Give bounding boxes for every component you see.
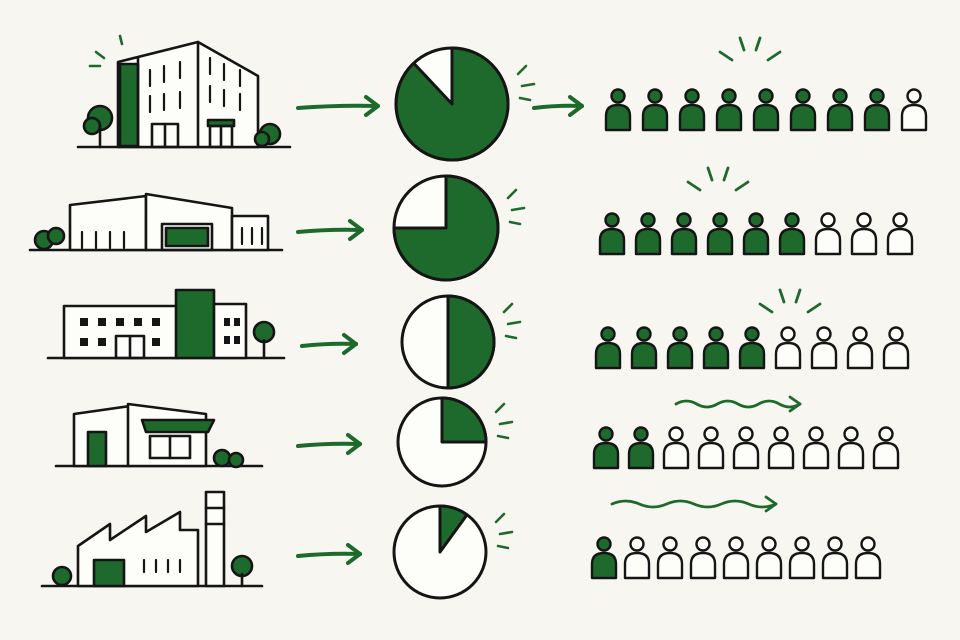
- person-outline-icon: [623, 536, 651, 580]
- person-filled-icon: [634, 212, 662, 256]
- warehouse-pie-sparkle-icon: [506, 188, 526, 226]
- small-shop-pie-slice: [440, 396, 488, 444]
- person-outline-icon: [854, 536, 882, 580]
- person-outline-icon: [850, 212, 878, 256]
- person-filled-icon: [789, 88, 817, 132]
- person-filled-icon: [863, 88, 891, 132]
- office-tower-pie-slice: [394, 46, 510, 162]
- person-outline-icon: [810, 326, 838, 370]
- person-filled-icon: [715, 88, 743, 132]
- person-filled-icon: [826, 88, 854, 132]
- factory-building-icon: [40, 490, 264, 588]
- factory-pie-chart: [392, 504, 514, 600]
- warehouse-people-row: [598, 212, 914, 256]
- factory-to-pie-arrow: [296, 543, 362, 565]
- warehouse-pie-chart: [392, 174, 526, 282]
- person-outline-icon: [755, 536, 783, 580]
- person-outline-icon: [872, 426, 900, 470]
- person-filled-icon: [752, 88, 780, 132]
- person-outline-icon: [732, 426, 760, 470]
- small-shop-wavy-arrow-icon: [674, 395, 802, 413]
- office-block-building-icon: [46, 288, 286, 360]
- small-shop-building-icon: [54, 402, 264, 469]
- person-filled-icon: [627, 426, 655, 470]
- person-filled-icon: [778, 212, 806, 256]
- person-outline-icon: [656, 536, 684, 580]
- person-outline-icon: [802, 426, 830, 470]
- person-outline-icon: [697, 426, 725, 470]
- person-filled-icon: [678, 88, 706, 132]
- warehouse-burst-icon: [686, 166, 750, 192]
- person-outline-icon: [662, 426, 690, 470]
- person-outline-icon: [689, 536, 717, 580]
- office-block-pie-chart: [400, 294, 522, 390]
- person-filled-icon: [590, 536, 618, 580]
- person-filled-icon: [706, 212, 734, 256]
- person-outline-icon: [814, 212, 842, 256]
- office-block-pie-slice: [446, 294, 496, 390]
- person-outline-icon: [846, 326, 874, 370]
- office-tower-burst-icon: [88, 34, 124, 68]
- warehouse-to-pie-arrow: [296, 219, 364, 241]
- person-filled-icon: [598, 212, 626, 256]
- small-shop-pie-chart: [396, 396, 514, 488]
- factory-wavy-arrow-icon: [610, 495, 778, 513]
- person-outline-icon: [882, 326, 910, 370]
- office-block-people-row: [594, 326, 910, 370]
- small-shop-pie-sparkle-icon: [494, 402, 514, 440]
- warehouse-pie-slice: [392, 174, 500, 282]
- office-tower-to-people-arrow: [532, 95, 584, 117]
- small-shop-to-pie-arrow: [296, 433, 362, 455]
- factory-pie-sparkle-icon: [494, 512, 514, 550]
- office-tower-burst-icon: [718, 36, 782, 62]
- person-filled-icon: [702, 326, 730, 370]
- person-outline-icon: [837, 426, 865, 470]
- person-outline-icon: [886, 212, 914, 256]
- person-filled-icon: [670, 212, 698, 256]
- office-tower-people-row: [604, 88, 928, 132]
- office-tower-pie-sparkle-icon: [516, 64, 536, 102]
- person-filled-icon: [738, 326, 766, 370]
- person-outline-icon: [722, 536, 750, 580]
- person-outline-icon: [788, 536, 816, 580]
- person-outline-icon: [900, 88, 928, 132]
- person-outline-icon: [767, 426, 795, 470]
- small-shop-people-row: [592, 426, 900, 470]
- office-block-to-pie-arrow: [300, 333, 358, 355]
- office-tower-to-pie-arrow: [296, 95, 380, 117]
- person-outline-icon: [821, 536, 849, 580]
- office-block-pie-sparkle-icon: [502, 302, 522, 340]
- person-filled-icon: [641, 88, 669, 132]
- factory-people-row: [590, 536, 882, 580]
- person-filled-icon: [604, 88, 632, 132]
- warehouse-building-icon: [28, 192, 284, 252]
- factory-pie-slice: [438, 504, 469, 554]
- office-tower-building-icon: [76, 40, 292, 149]
- office-block-burst-icon: [758, 288, 822, 314]
- office-tower-pie-chart: [394, 46, 536, 162]
- person-filled-icon: [742, 212, 770, 256]
- person-outline-icon: [774, 326, 802, 370]
- person-filled-icon: [630, 326, 658, 370]
- person-filled-icon: [592, 426, 620, 470]
- person-filled-icon: [666, 326, 694, 370]
- person-filled-icon: [594, 326, 622, 370]
